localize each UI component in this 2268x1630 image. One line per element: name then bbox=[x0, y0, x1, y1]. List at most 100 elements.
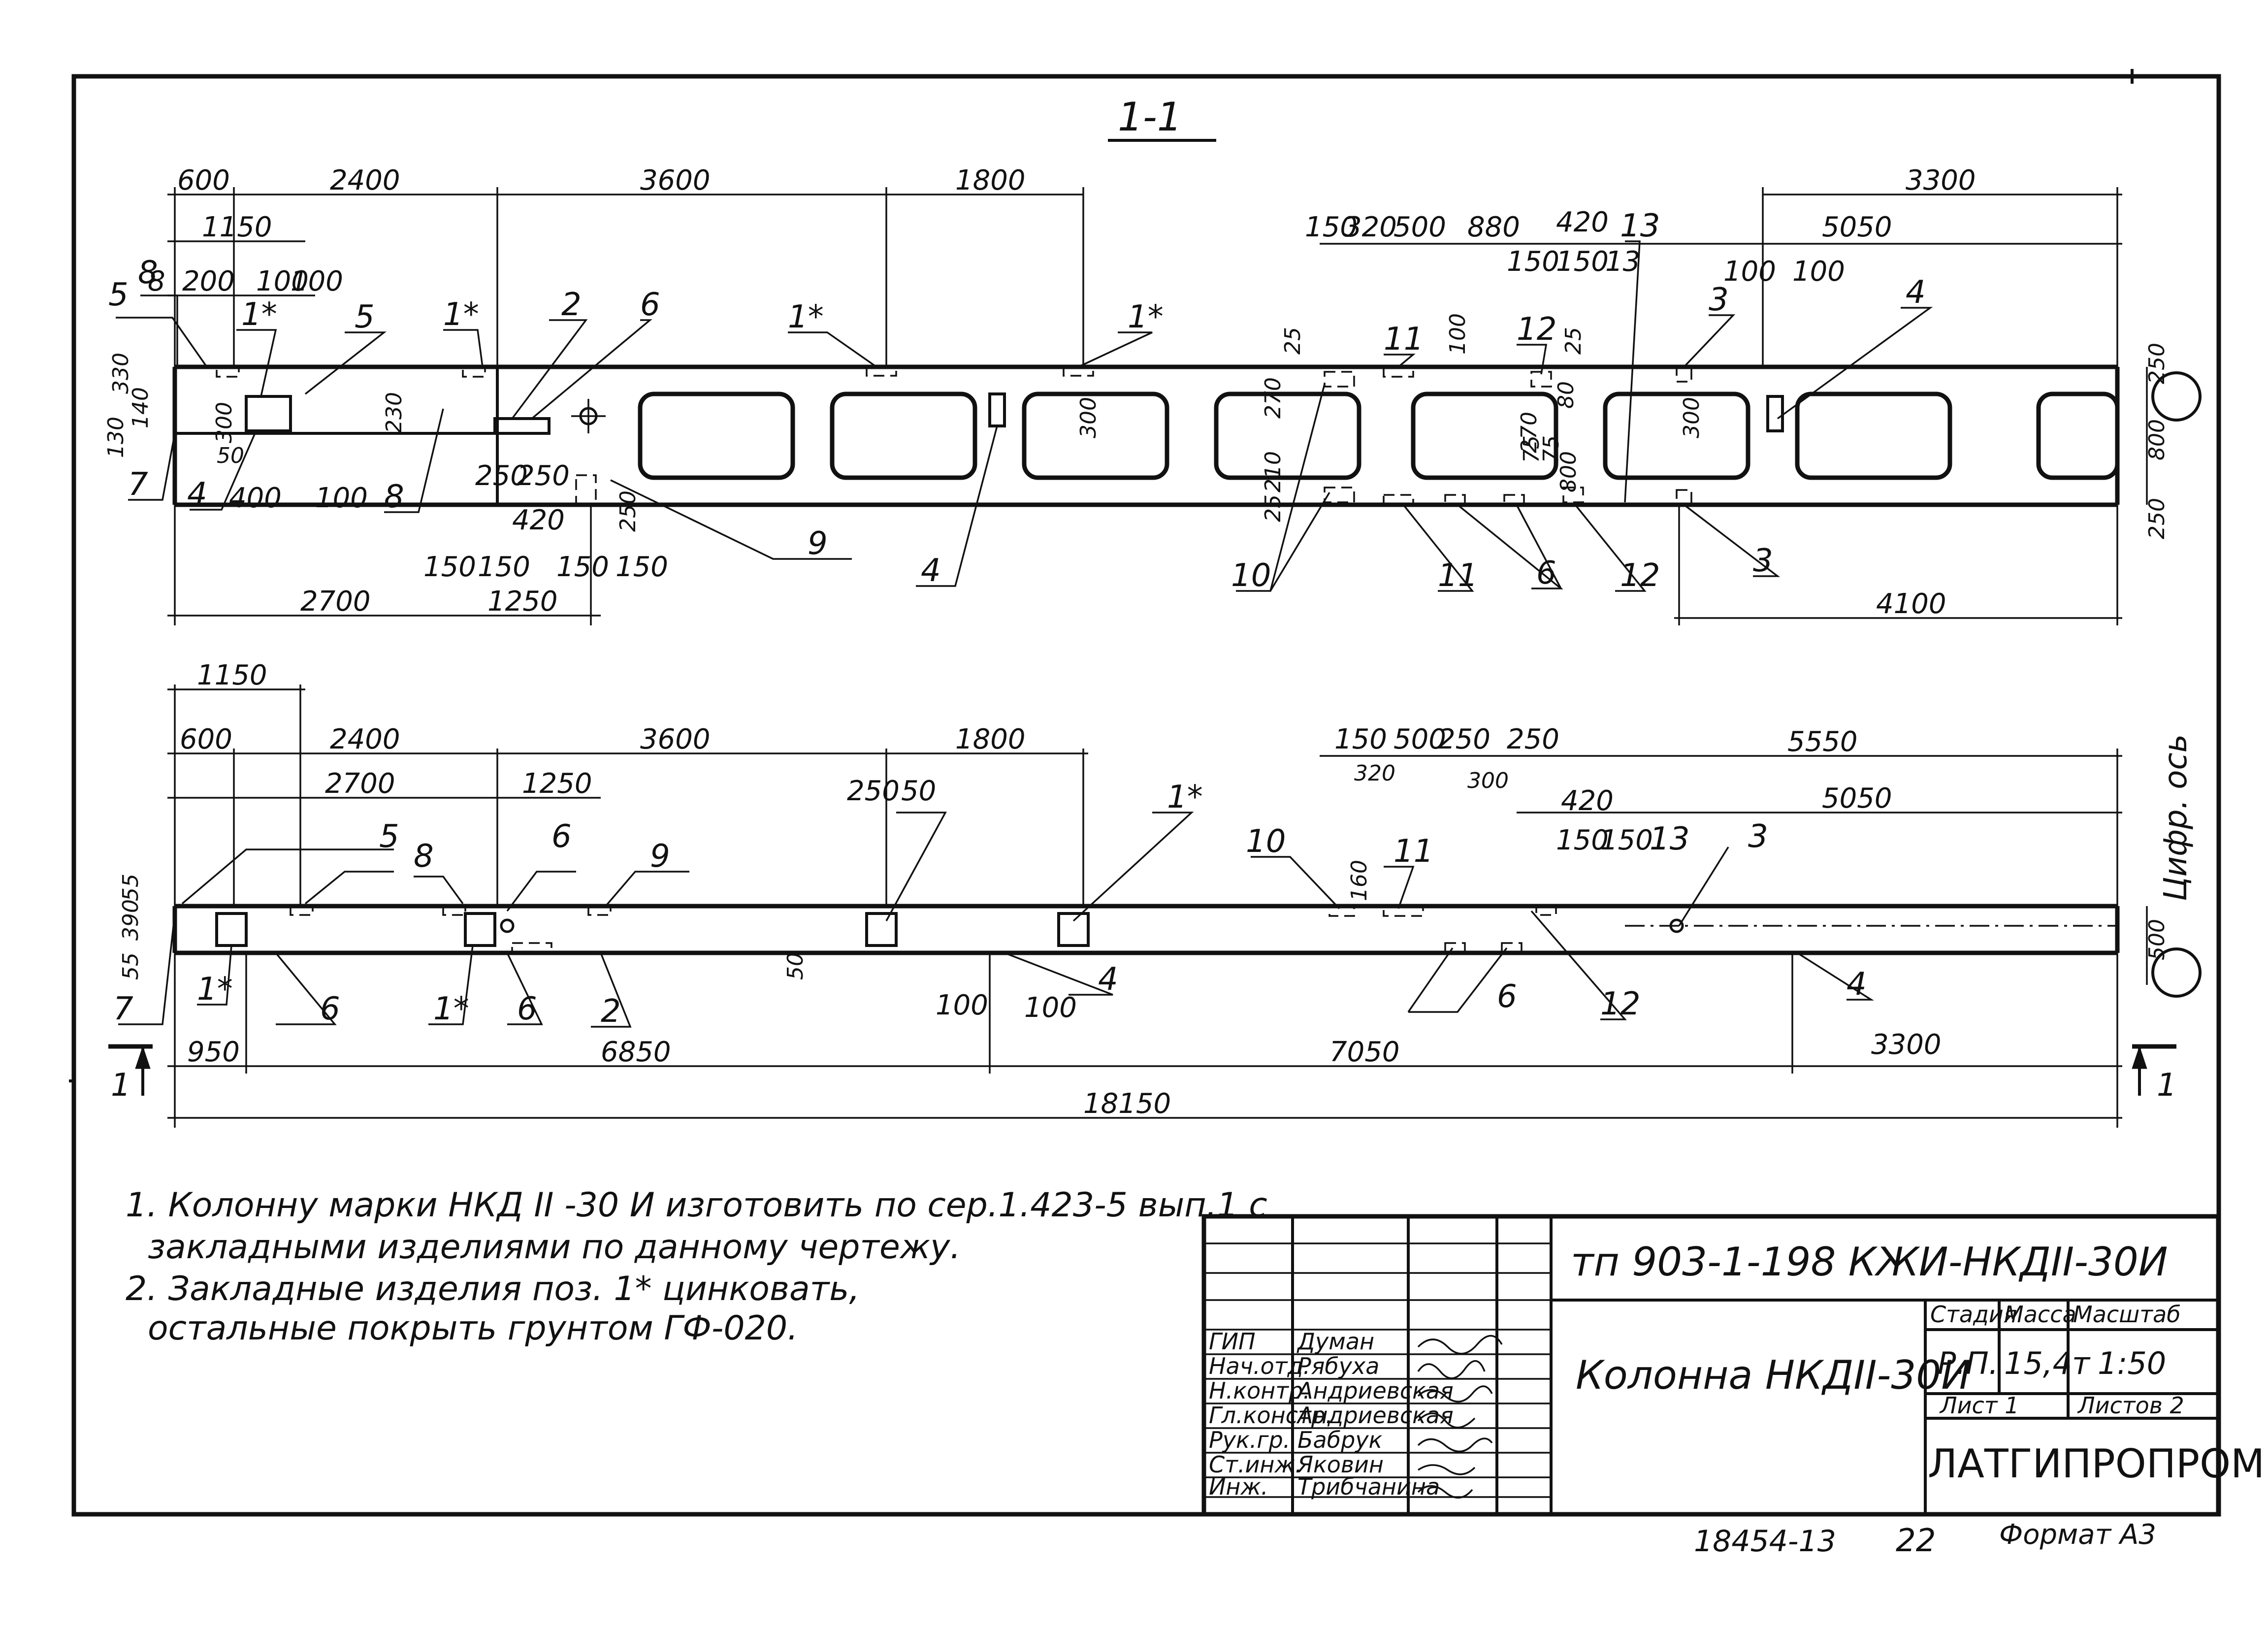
dim-label: 100 bbox=[256, 265, 309, 297]
embed-plate-dashed bbox=[1383, 905, 1424, 917]
callout-label: 1* bbox=[788, 299, 824, 335]
dim-label: 150 bbox=[1556, 246, 1609, 278]
dim-label: 3600 bbox=[640, 723, 711, 755]
dim-label: 250 bbox=[1438, 723, 1490, 755]
callout-label: 4 bbox=[187, 476, 207, 513]
dim-label: 1800 bbox=[955, 164, 1026, 196]
callout-label: 6 bbox=[517, 991, 537, 1027]
embed-plate-4b bbox=[1766, 395, 1784, 432]
embed-plate-dashed bbox=[1444, 942, 1466, 954]
sheet-frame bbox=[71, 74, 2221, 1517]
dim-label: 3300 bbox=[1871, 1029, 1942, 1061]
person: Трибчанина bbox=[1297, 1473, 1440, 1500]
embed-plate-dashed bbox=[216, 366, 240, 378]
callout-label: 8 bbox=[138, 255, 158, 291]
cut-label-right: 1 bbox=[2157, 1067, 2177, 1104]
dim-label: 6850 bbox=[601, 1036, 671, 1068]
dim-label: 1800 bbox=[955, 723, 1026, 755]
header-mass: Масса bbox=[2004, 1301, 2076, 1328]
callout-label: 4 bbox=[1098, 961, 1118, 998]
embed-plate-dashed bbox=[575, 474, 597, 506]
dim-label: 50 bbox=[217, 443, 244, 468]
embed-plate-dashed bbox=[1324, 487, 1355, 503]
embed-plate-dashed bbox=[1063, 366, 1094, 377]
embed-plate-dashed bbox=[1444, 494, 1466, 505]
top-view-callouts: 5 8 1* 5 7 4 8 1* 2 6 9 1* 4 1* 10 11 11… bbox=[108, 208, 1933, 594]
dim-label: 50 bbox=[901, 775, 936, 807]
embed-plate-1star bbox=[215, 912, 248, 947]
dim-label: 420 bbox=[1556, 206, 1609, 238]
title-block: тп 903-1-198 КЖИ-НКДII-30И Колонна НКДII… bbox=[1201, 1214, 2265, 1517]
header-stage: Стадия bbox=[1930, 1301, 2017, 1328]
dim-label: 330 bbox=[108, 353, 133, 394]
dim-label: 150 bbox=[478, 551, 530, 583]
embed-plate-dashed bbox=[1501, 942, 1523, 954]
bottom-view-dim-labels: 1150 600 2400 3600 1800 2700 1250 250 50… bbox=[118, 659, 2194, 1120]
callout-label: 9 bbox=[808, 525, 828, 562]
dim-label: 230 bbox=[382, 392, 407, 433]
dim-label: 250 bbox=[1507, 723, 1559, 755]
dim-label: 270 bbox=[1517, 412, 1542, 453]
embed-plate-1star bbox=[245, 395, 292, 432]
role: Нач.отд. bbox=[1209, 1353, 1310, 1379]
dim-label: 1250 bbox=[522, 768, 592, 800]
dim-label: 130 bbox=[103, 417, 129, 458]
callout-label: 2 bbox=[561, 287, 582, 323]
person: Андриевская bbox=[1296, 1402, 1454, 1429]
embed-plate-1star bbox=[464, 912, 496, 947]
dim-label: 5050 bbox=[1822, 211, 1892, 243]
dim-label: 7050 bbox=[1329, 1036, 1400, 1068]
axis-bubble-bottom bbox=[2151, 947, 2202, 998]
dim-label: 50 bbox=[783, 952, 808, 980]
web-opening-3 bbox=[1022, 391, 1169, 480]
dim-label: 400 bbox=[229, 482, 282, 514]
dim-label: 250 bbox=[2144, 343, 2170, 384]
web-opening-6 bbox=[1603, 391, 1750, 480]
callout-label: 11 bbox=[1393, 833, 1433, 870]
dim-label: 1150 bbox=[202, 211, 272, 243]
dim-label: 1250 bbox=[487, 586, 558, 618]
dim-label: 950 bbox=[187, 1036, 240, 1068]
dim-label: 250 bbox=[2144, 498, 2170, 539]
notes: 1. Колонну марки НКД II -30 И изготовить… bbox=[126, 1186, 1267, 1348]
dim-label: 500 bbox=[2144, 919, 2170, 960]
axis-bubble-top bbox=[2151, 371, 2202, 422]
dim-label: 210 bbox=[1261, 451, 1286, 492]
dim-label: 420 bbox=[1561, 785, 1614, 817]
dim-label: 100 bbox=[1723, 256, 1776, 288]
dim-label: 800 bbox=[2144, 419, 2170, 460]
dim-label: 100 bbox=[1024, 992, 1077, 1024]
dim-label: 320 bbox=[1354, 761, 1395, 786]
dim-label: 250 bbox=[517, 460, 570, 492]
dim-label: 320 bbox=[1344, 211, 1397, 243]
dim-label: 75 bbox=[1539, 435, 1564, 463]
callout-label: 11 bbox=[1384, 321, 1424, 358]
dim-label: 100 bbox=[315, 482, 368, 514]
embed-plate-dashed bbox=[1383, 494, 1414, 506]
callout-label: 6 bbox=[320, 991, 340, 1027]
embed-plate-4 bbox=[988, 392, 1006, 427]
doc-code: тп 903-1-198 КЖИ-НКДII-30И bbox=[1571, 1239, 2168, 1285]
top-view-dim-labels: 600 2400 3600 1800 1150 8 200 100 100 15… bbox=[103, 164, 2170, 620]
web-opening-4 bbox=[1214, 391, 1361, 480]
note-line: 1. Колонну марки НКД II -30 И изготовить… bbox=[126, 1186, 1267, 1225]
person: Рябуха bbox=[1297, 1353, 1379, 1379]
role: Гл.констр. bbox=[1209, 1402, 1333, 1429]
callout-label: 6 bbox=[640, 287, 660, 323]
dim-label: 250 bbox=[847, 775, 900, 807]
dim-label: 80 bbox=[1554, 381, 1579, 409]
dim-label: 500 bbox=[1393, 211, 1446, 243]
dim-label: 1150 bbox=[197, 659, 267, 691]
embed-plate-dashed bbox=[442, 905, 466, 916]
dim-label: 8 bbox=[148, 265, 165, 297]
person: Яковин bbox=[1297, 1451, 1384, 1478]
dim-label: 270 bbox=[1261, 377, 1286, 419]
callout-label: 3 bbox=[1709, 282, 1729, 318]
signature-scribble bbox=[1418, 1464, 1476, 1475]
callout-label: 10 bbox=[1231, 557, 1271, 594]
callout-label: 13 bbox=[1650, 821, 1689, 857]
web-opening-7 bbox=[1795, 391, 1952, 480]
callout-label: 5 bbox=[108, 277, 129, 313]
dim-label: 100 bbox=[1792, 256, 1845, 288]
